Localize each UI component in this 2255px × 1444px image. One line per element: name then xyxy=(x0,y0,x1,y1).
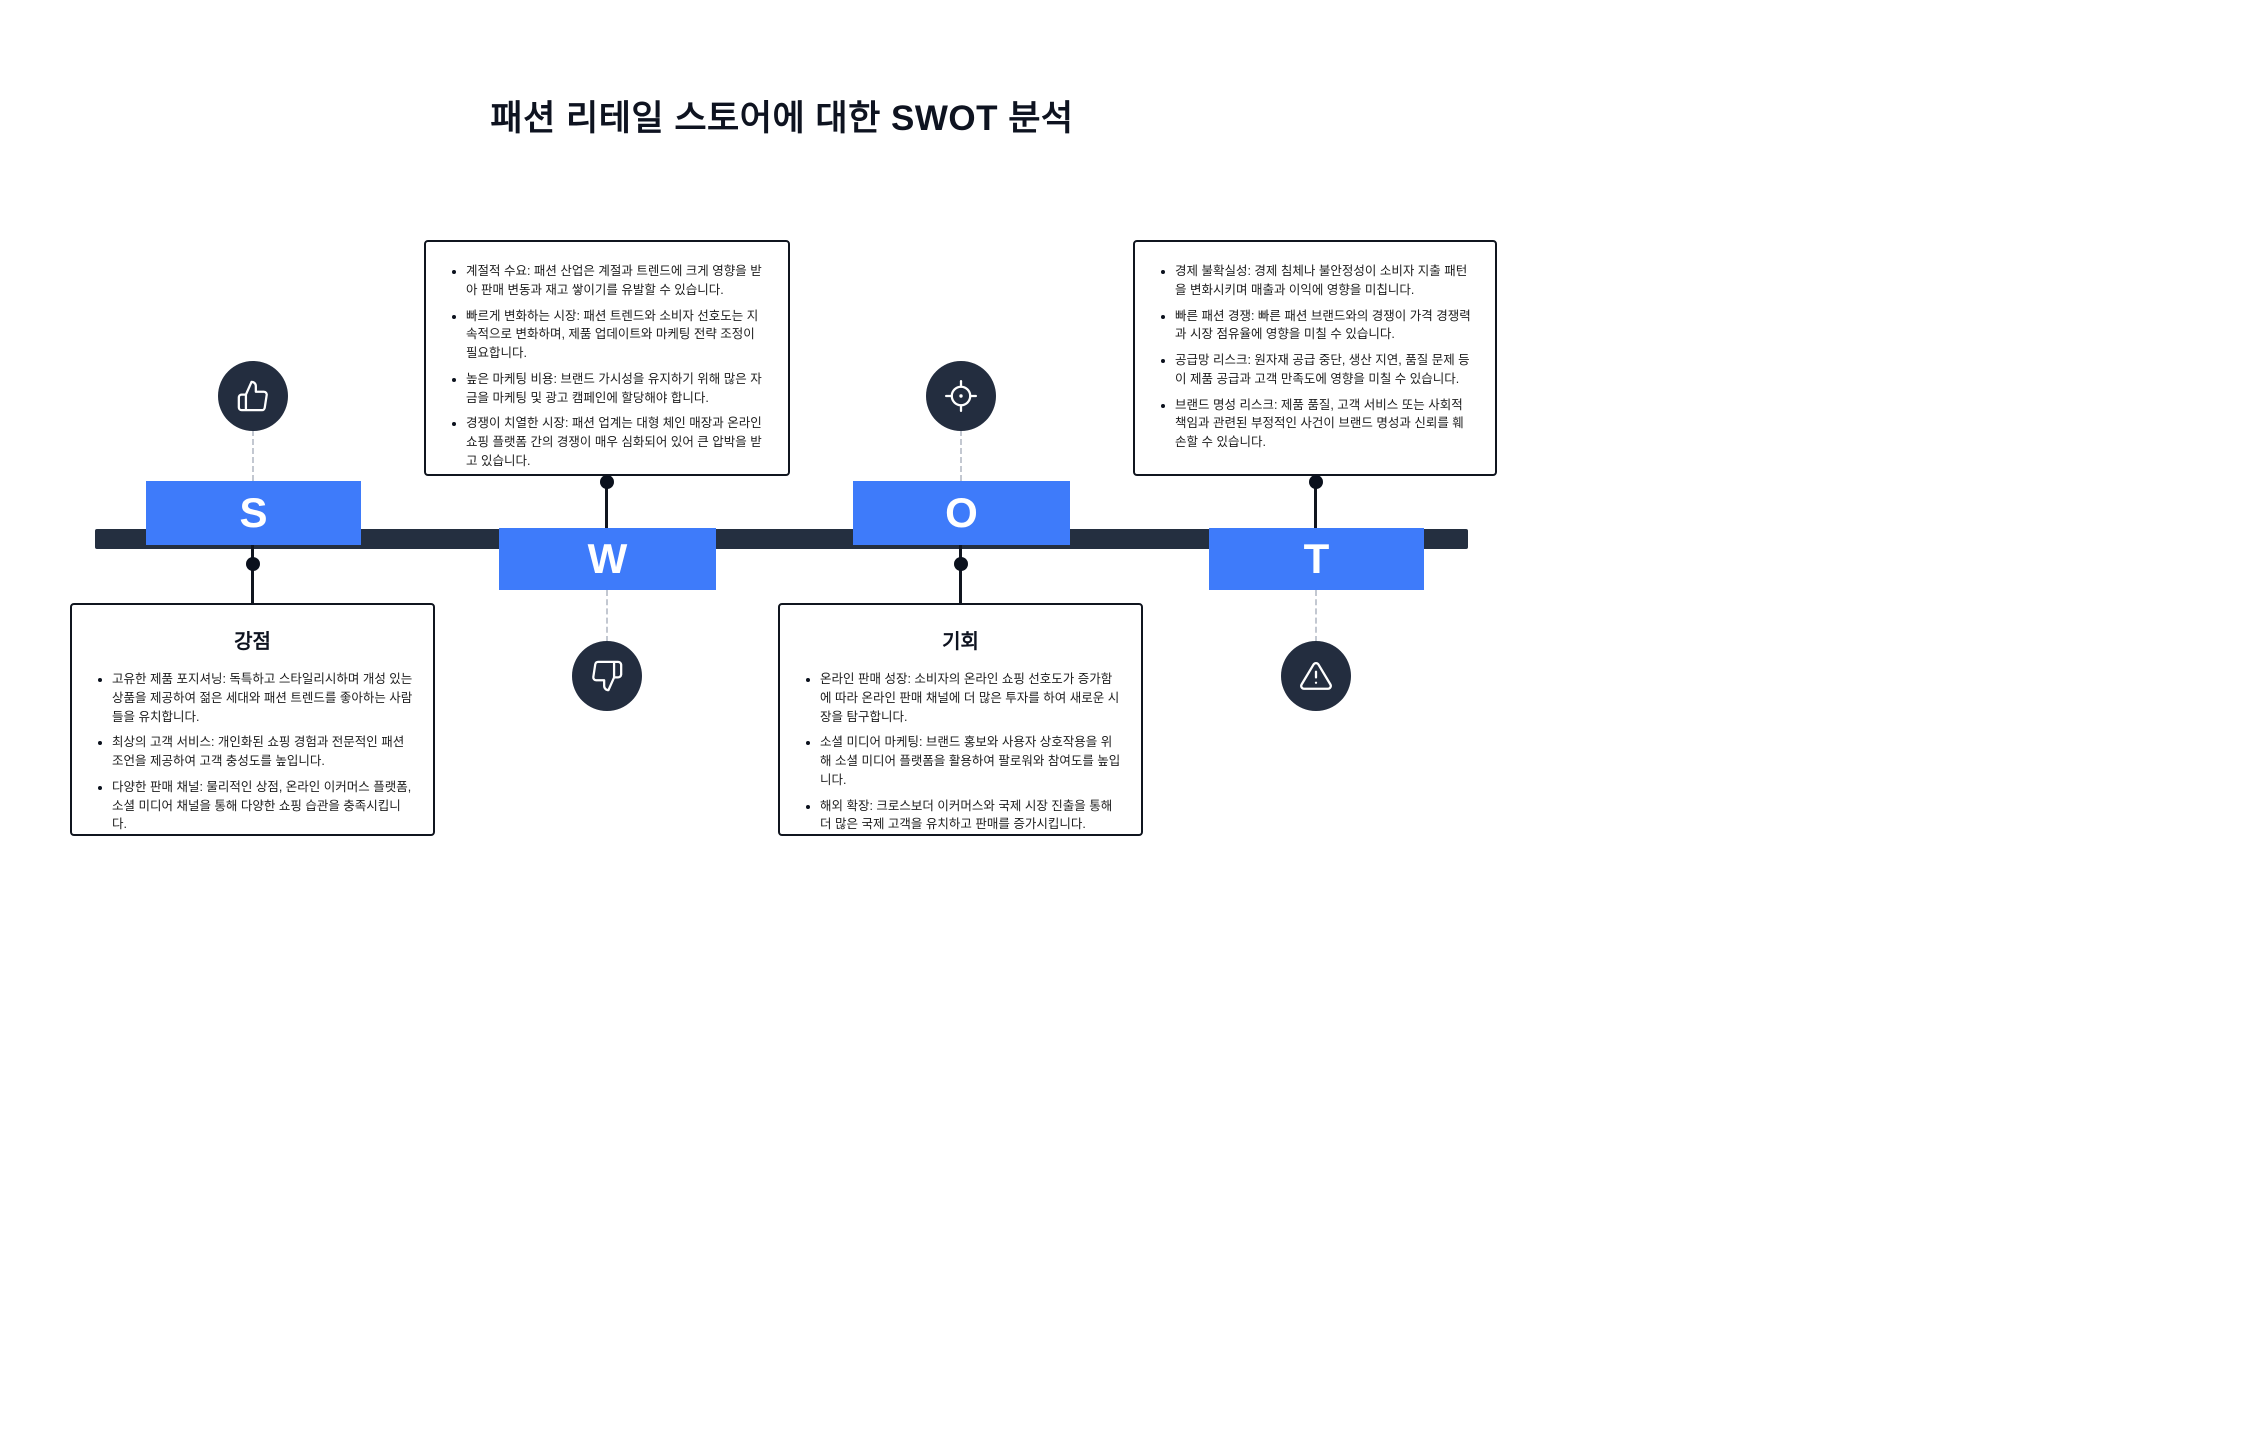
connector-opportunities-box xyxy=(959,545,962,603)
bullet-item: 빠르게 변화하는 시장: 패션 트렌드와 소비자 선호도는 지속적으로 변화하며… xyxy=(466,307,768,363)
target-icon xyxy=(944,379,978,413)
timeline-bar xyxy=(95,529,1468,549)
bullet-item: 경제 불확실성: 경제 침체나 불안정성이 소비자 지출 패턴을 변화시키며 매… xyxy=(1175,262,1475,300)
bullet-item: 소셜 미디어 마케팅: 브랜드 홍보와 사용자 상호작용을 위해 소셜 미디어 … xyxy=(820,733,1121,789)
threats-box: 경제 불확실성: 경제 침체나 불안정성이 소비자 지출 패턴을 변화시키며 매… xyxy=(1133,240,1497,476)
letter-box-w: W xyxy=(499,528,716,590)
strengths-box: 강점 고유한 제품 포지셔닝: 독특하고 스타일리시하며 개성 있는 상품을 제… xyxy=(70,603,435,836)
bullet-item: 브랜드 명성 리스크: 제품 품질, 고객 서비스 또는 사회적 책임과 관련된… xyxy=(1175,396,1475,452)
letter-s: S xyxy=(239,489,268,536)
connector-threats-icon xyxy=(1315,590,1317,642)
connector-weaknesses-box xyxy=(605,476,608,529)
threats-heading: 위협 xyxy=(1155,459,1475,474)
strengths-heading: 강점 xyxy=(234,631,271,653)
opportunities-box: 기회 온라인 판매 성장: 소비자의 온라인 쇼핑 선호도가 증가함에 따라 온… xyxy=(778,603,1143,836)
letter-box-s: S xyxy=(146,481,361,545)
bullet-item: 높은 마케팅 비용: 브랜드 가시성을 유지하기 위해 많은 자금을 마케팅 및… xyxy=(466,370,768,408)
opportunities-icon-circle xyxy=(926,361,996,431)
bullet-item: 공급망 리스크: 원자재 공급 중단, 생산 지연, 품질 문제 등이 제품 공… xyxy=(1175,351,1475,389)
strengths-list: 고유한 제품 포지셔닝: 독특하고 스타일리시하며 개성 있는 상품을 제공하여… xyxy=(92,670,413,834)
bullet-item: 계절적 수요: 패션 산업은 계절과 트렌드에 크게 영향을 받아 판매 변동과… xyxy=(466,262,768,300)
bullet-item: 다양한 판매 채널: 물리적인 상점, 온라인 이커머스 플랫폼, 소셜 미디어… xyxy=(112,778,413,834)
dot-opportunities xyxy=(954,557,968,571)
connector-strengths-box xyxy=(251,545,254,603)
bullet-item: 빠른 패션 경쟁: 빠른 패션 브랜드와의 경쟁이 가격 경쟁력과 시장 점유율… xyxy=(1175,307,1475,345)
warning-icon xyxy=(1300,662,1332,690)
connector-opportunities-icon xyxy=(960,430,962,481)
threats-icon-circle xyxy=(1281,641,1351,711)
thumbs-down-icon xyxy=(592,660,623,692)
weaknesses-icon-circle xyxy=(572,641,642,711)
letter-w: W xyxy=(587,535,628,582)
connector-weaknesses-icon xyxy=(606,590,608,642)
weaknesses-list: 계절적 수요: 패션 산업은 계절과 트렌드에 크게 영향을 받아 판매 변동과… xyxy=(446,262,768,474)
bullet-item: 최상의 고객 서비스: 개인화된 쇼핑 경험과 전문적인 패션 조언을 제공하여… xyxy=(112,733,413,771)
connector-strengths-icon xyxy=(252,430,254,481)
thumbs-up-icon xyxy=(237,380,268,412)
letter-box-o: O xyxy=(853,481,1070,545)
dot-threats xyxy=(1309,475,1323,489)
letter-t: T xyxy=(1303,535,1330,582)
letter-o: O xyxy=(945,489,978,536)
page-title: 패션 리테일 스토어에 대한 SWOT 분석 xyxy=(490,99,1074,138)
strengths-icon-circle xyxy=(218,361,288,431)
weaknesses-box: 계절적 수요: 패션 산업은 계절과 트렌드에 크게 영향을 받아 판매 변동과… xyxy=(424,240,790,476)
bullet-item: 온라인 판매 성장: 소비자의 온라인 쇼핑 선호도가 증가함에 따라 온라인 … xyxy=(820,670,1121,726)
dot-weaknesses xyxy=(600,475,614,489)
bullet-item: 경쟁이 치열한 시장: 패션 업계는 대형 체인 매장과 온라인 쇼핑 플랫폼 … xyxy=(466,414,768,470)
opportunities-list: 온라인 판매 성장: 소비자의 온라인 쇼핑 선호도가 증가함에 따라 온라인 … xyxy=(800,670,1121,835)
dot-strengths xyxy=(246,557,260,571)
letter-box-t: T xyxy=(1209,528,1424,590)
bullet-item: 해외 확장: 크로스보더 이커머스와 국제 시장 진출을 통해 더 많은 국제 … xyxy=(820,797,1121,835)
threats-list: 경제 불확실성: 경제 침체나 불안정성이 소비자 지출 패턴을 변화시키며 매… xyxy=(1155,262,1475,459)
opportunities-heading: 기회 xyxy=(942,631,979,653)
connector-threats-box xyxy=(1314,476,1317,529)
bullet-item: 고유한 제품 포지셔닝: 독특하고 스타일리시하며 개성 있는 상품을 제공하여… xyxy=(112,670,413,726)
